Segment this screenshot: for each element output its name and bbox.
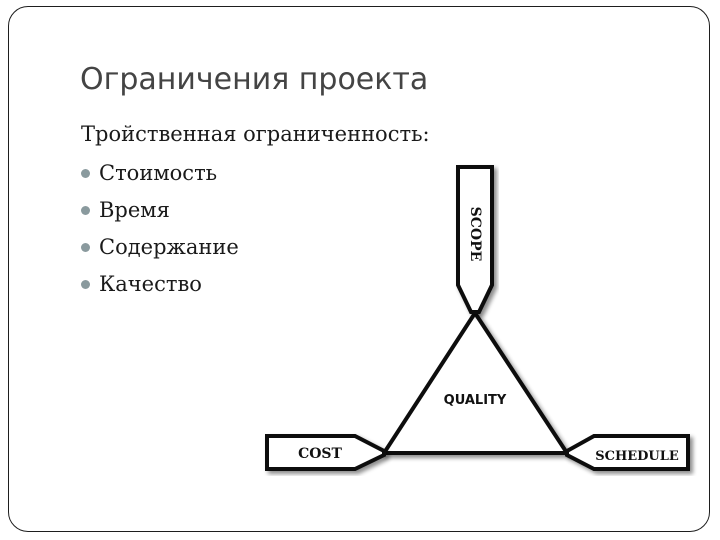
schedule-label: SCHEDULE xyxy=(595,449,679,464)
bullet-dot-icon xyxy=(81,169,90,178)
quality-triangle xyxy=(380,309,571,455)
bullet-dot-icon xyxy=(81,243,90,252)
list-item: Стоимость xyxy=(81,155,239,192)
schedule-box xyxy=(565,434,690,471)
bullet-dot-icon xyxy=(81,280,90,289)
quality-label: QUALITY xyxy=(444,393,507,408)
bullet-text: Стоимость xyxy=(99,161,218,185)
bullet-text: Содержание xyxy=(99,235,239,259)
cost-label: COST xyxy=(298,446,342,462)
slide-title: Ограничения проекта xyxy=(80,62,429,97)
list-item: Содержание xyxy=(81,229,239,266)
list-item: Время xyxy=(81,192,239,229)
scope-box xyxy=(456,165,494,314)
bullet-list: Стоимость Время Содержание Качество xyxy=(81,155,239,303)
bullet-dot-icon xyxy=(81,206,90,215)
intro-text: Тройственная ограниченность: xyxy=(81,122,430,146)
scope-label: SCOPE xyxy=(467,207,483,262)
bullet-text: Качество xyxy=(99,272,202,296)
cost-box xyxy=(265,434,386,471)
list-item: Качество xyxy=(81,266,239,303)
bullet-text: Время xyxy=(99,198,170,222)
